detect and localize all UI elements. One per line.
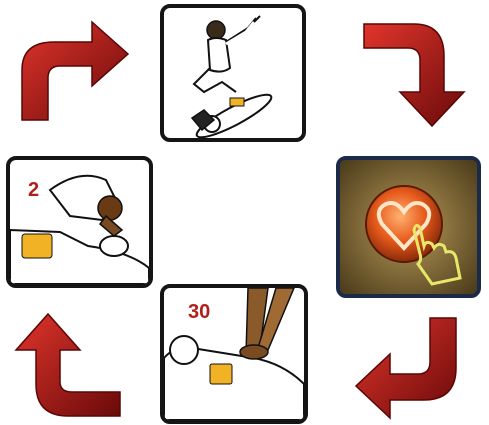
defibrillator-button-illustration	[340, 160, 477, 294]
curved-arrow-icon	[6, 306, 124, 422]
curved-arrow-icon	[360, 18, 476, 130]
chest-compression-illustration	[164, 288, 304, 420]
step-defibrillator-panel	[336, 156, 481, 298]
step-check-and-call-panel	[160, 4, 306, 142]
step-number: 2	[28, 180, 39, 200]
step-chest-compressions-panel: 30	[160, 284, 308, 424]
curved-arrow-icon	[352, 314, 462, 422]
step-number: 30	[188, 302, 210, 322]
rescuer-calling-illustration	[164, 8, 302, 138]
defibrillator-pad-icon	[210, 364, 232, 384]
step-rescue-breaths-panel: 2	[6, 156, 153, 288]
curved-arrow-icon	[14, 12, 134, 124]
defibrillator-pad-icon	[22, 234, 52, 258]
